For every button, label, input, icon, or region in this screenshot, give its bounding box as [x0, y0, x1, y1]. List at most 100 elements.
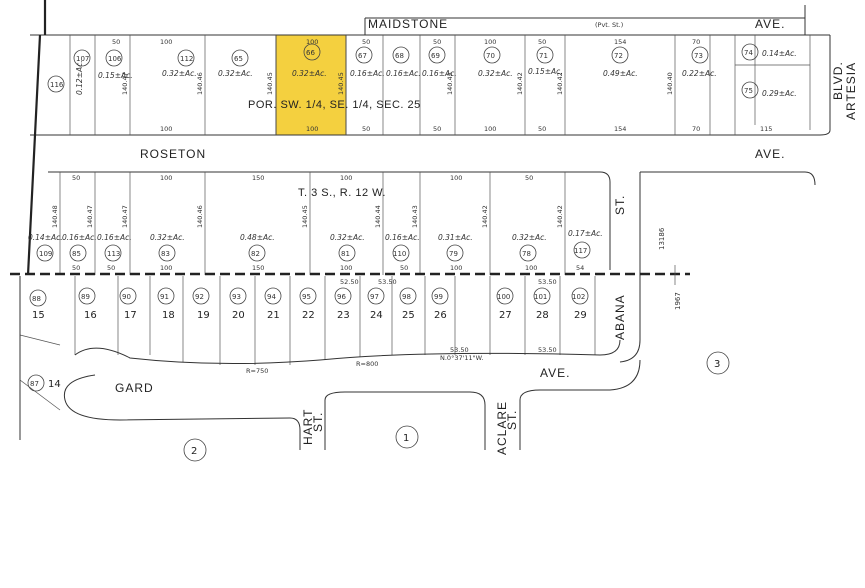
svg-text:100: 100 [160, 125, 172, 133]
svg-text:140.42: 140.42 [481, 205, 489, 228]
svg-text:140.44: 140.44 [374, 205, 382, 228]
maidstone-north-line [364, 5, 806, 35]
svg-text:100: 100 [306, 38, 318, 46]
svg-text:50: 50 [400, 264, 408, 272]
parcel-area: 0.32±Ac. [478, 69, 513, 78]
svg-text:53.50: 53.50 [378, 278, 397, 286]
svg-text:100: 100 [160, 38, 172, 46]
parcel-number: 89 [81, 293, 90, 301]
svg-text:100: 100 [484, 125, 496, 133]
lot-number: 26 [434, 310, 447, 321]
gard-ave-south-line-3 [519, 359, 641, 450]
lot-number: 17 [124, 310, 137, 321]
parcel-area: 0.12±Ac. [75, 60, 84, 95]
parcel-number: 116 [50, 81, 64, 89]
parcel-number: 79 [449, 250, 458, 258]
svg-text:140.45: 140.45 [337, 72, 345, 95]
svg-text:50: 50 [525, 174, 533, 182]
lot-number: 25 [402, 310, 415, 321]
parcel-area: 0.16±Ac. [350, 69, 385, 78]
svg-text:R=750: R=750 [246, 367, 268, 375]
svg-text:100: 100 [450, 264, 462, 272]
svg-text:1: 1 [403, 433, 409, 444]
parcel-area: 0.31±Ac. [438, 233, 473, 242]
svg-text:50: 50 [112, 38, 120, 46]
svg-text:140.43: 140.43 [446, 72, 454, 95]
parcel-area: 0.32±Ac. [330, 233, 365, 242]
svg-text:N.0°37'11"W.: N.0°37'11"W. [440, 354, 483, 362]
parcel-number: 75 [744, 87, 753, 95]
svg-text:100: 100 [340, 174, 352, 182]
parcel-number: 102 [572, 293, 585, 301]
lot-number: 16 [84, 310, 97, 321]
svg-text:140.46: 140.46 [196, 205, 204, 228]
parcel-number: 92 [195, 293, 204, 301]
abana-st-label: ST. [613, 195, 627, 215]
svg-text:2: 2 [191, 446, 197, 457]
svg-text:115: 115 [760, 125, 772, 133]
north-row-parcels: 116 107 106 112 65 66 67 68 69 70 71 72 … [47, 43, 759, 99]
parcel-number: 85 [72, 250, 81, 258]
township-label: T. 3 S., R. 12 W. [298, 187, 386, 199]
west-boundary [26, 0, 47, 276]
parcel-number: 70 [486, 52, 495, 60]
parcel-area: 0.16±Ac. [386, 69, 421, 78]
gard-ave-south-line-2 [324, 391, 486, 450]
svg-text:100: 100 [340, 264, 352, 272]
highlighted-parcel[interactable] [275, 34, 347, 136]
abana-label: ABANA [613, 294, 627, 340]
roseton-label: ROSETON [140, 147, 206, 161]
parcel-number: 91 [160, 293, 169, 301]
svg-text:140.45: 140.45 [301, 205, 309, 228]
lot-number: 14 [48, 379, 61, 390]
parcel-number: 97 [370, 293, 379, 301]
aclare-st-label: ST. [505, 410, 519, 430]
parcel-number: 87 [30, 380, 39, 388]
abana-east-line [619, 172, 641, 363]
svg-text:70: 70 [692, 38, 700, 46]
artesia-label: ARTESIA [844, 62, 858, 120]
svg-text:140.47: 140.47 [121, 72, 129, 95]
middle-row-lot-lines [59, 172, 566, 275]
svg-text:140.40: 140.40 [666, 72, 674, 95]
lot-number: 19 [197, 310, 210, 321]
middle-row-dimensions: 50 100 150 100 100 50 50 50 100 150 100 … [51, 174, 584, 272]
svg-text:140.42: 140.42 [556, 72, 564, 95]
svg-text:50: 50 [538, 38, 546, 46]
parcel-number: 73 [694, 52, 703, 60]
map-year: 1967 [674, 292, 682, 310]
svg-text:3: 3 [714, 359, 720, 370]
svg-text:54: 54 [576, 264, 584, 272]
parcel-number: 65 [234, 55, 243, 63]
gard-ave-south-line [63, 374, 301, 450]
parcel-number: 109 [39, 250, 52, 258]
pvt-st-label: (Pvt. St.) [595, 21, 623, 29]
parcel-area: 0.15±Ac. [528, 67, 563, 76]
aclare-label: ACLARE [495, 401, 509, 455]
svg-text:100: 100 [484, 38, 496, 46]
svg-text:50: 50 [72, 174, 80, 182]
gard-ave-north-line [19, 276, 621, 440]
parcel-number: 88 [32, 295, 41, 303]
hart-label: HART [301, 409, 315, 445]
parcel-number: 98 [402, 293, 411, 301]
roseton-east [640, 171, 816, 186]
lot-number: 28 [536, 310, 549, 321]
parcel-area: 0.29±Ac. [762, 89, 797, 98]
svg-text:50: 50 [362, 38, 370, 46]
middle-row-parcels: 109 85 113 83 82 81 110 79 78 117 [36, 241, 591, 262]
lot-number: 24 [370, 310, 383, 321]
gard-label: GARD [115, 381, 154, 395]
parcel-number: 96 [337, 293, 346, 301]
svg-text:140.48: 140.48 [51, 205, 59, 228]
maidstone-ave-label: AVE. [755, 17, 785, 31]
parcel-number: 72 [614, 52, 623, 60]
parcel-area: 0.16±Ac. [422, 69, 457, 78]
svg-text:150: 150 [252, 264, 264, 272]
parcel-number: 113 [107, 250, 120, 258]
svg-text:154: 154 [614, 38, 626, 46]
parcel-area: 0.32±Ac. [150, 233, 185, 242]
lot-number: 27 [499, 310, 512, 321]
parcel-number: 66 [306, 49, 315, 57]
